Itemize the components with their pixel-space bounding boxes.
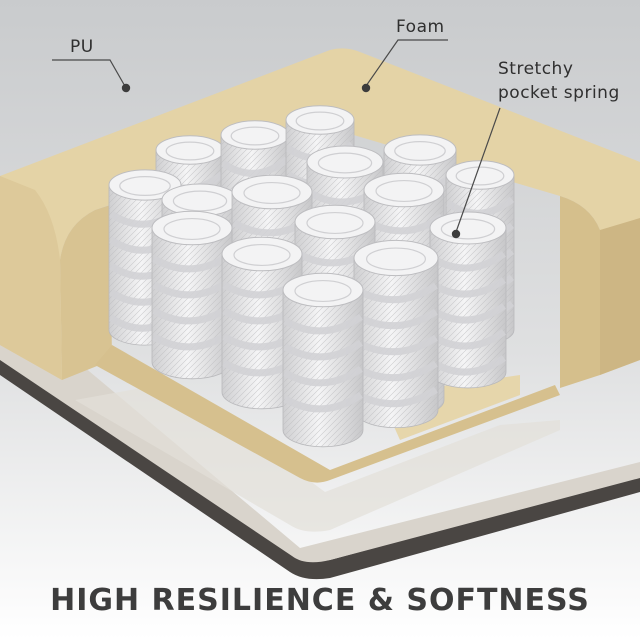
callout-dot-icon (451, 229, 461, 239)
foam-right-wall (560, 196, 600, 388)
callout-spring-line1: Stretchy (498, 59, 574, 79)
headline: HIGH RESILIENCE & SOFTNESS (50, 583, 590, 618)
callout-dot-icon (121, 83, 131, 93)
pocket-spring (353, 239, 439, 429)
base-layer (0, 330, 640, 563)
callout-pu: PU (70, 37, 94, 57)
pocket-spring (221, 236, 303, 410)
pocket-spring (151, 210, 233, 380)
foam-left-wall (60, 205, 112, 380)
callout-lines (52, 39, 501, 233)
foam-outer (0, 48, 640, 381)
callout-spring-line2: pocket spring (498, 83, 620, 103)
foam-tray (95, 345, 560, 483)
pocket-spring (282, 272, 364, 448)
pocket-spring (429, 211, 507, 389)
pu-edge (0, 355, 640, 580)
pocket-springs (108, 105, 515, 448)
callout-dot-icon (361, 83, 371, 93)
callout-foam: Foam (396, 17, 445, 37)
